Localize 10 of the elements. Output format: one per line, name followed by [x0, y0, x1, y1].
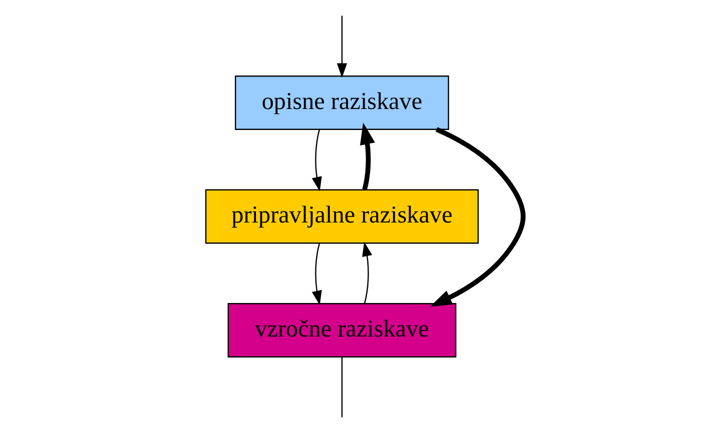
arrow	[429, 126, 526, 306]
arrow	[311, 242, 322, 305]
node-box: vzročne raziskave	[227, 302, 456, 357]
node-box: opisne raziskave	[234, 75, 449, 130]
connector	[340, 356, 342, 417]
arrow	[360, 122, 375, 190]
arrow	[362, 241, 372, 304]
arrow	[311, 129, 322, 191]
arrow	[336, 15, 347, 78]
node-box: pripravljalne raziskave	[204, 188, 478, 244]
